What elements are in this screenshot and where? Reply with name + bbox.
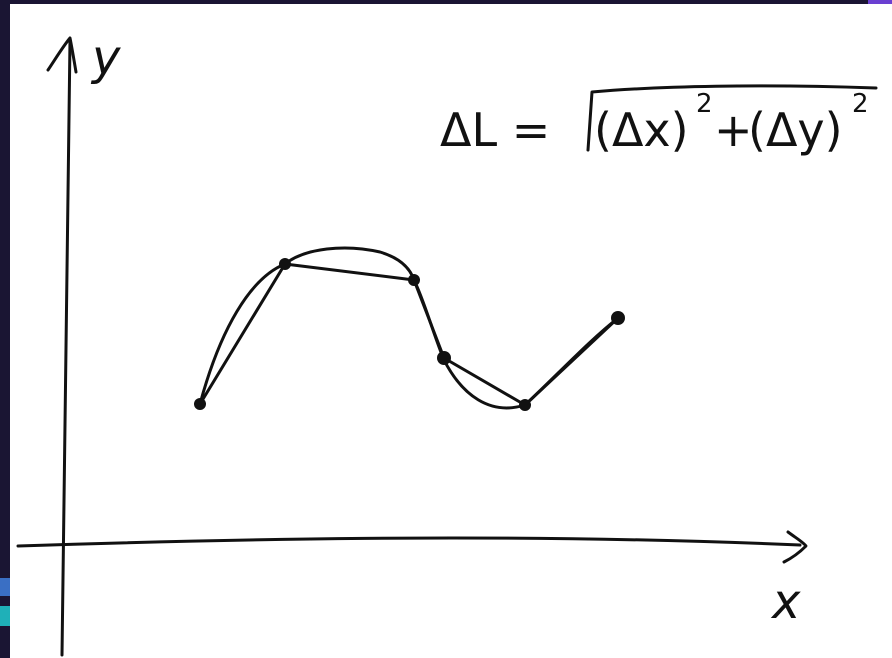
drawing-paper [10,4,892,658]
arrow-up-icon [46,36,78,74]
x-axis-label: x [770,574,801,630]
sample-point-4 [437,351,451,365]
chord-segment-5 [523,316,620,407]
chord-segment-2 [283,262,416,282]
formula-term-dy: (Δy) [748,103,843,157]
chord-segment-3 [412,278,446,360]
window-edge-top [0,0,892,6]
radical-sign [586,84,878,152]
sample-point-6 [611,311,625,325]
formula-lhs: ΔL = [440,103,550,157]
sample-point-1 [194,398,206,410]
sample-point-3 [408,274,420,286]
smooth-curve [198,246,620,410]
chord-segment-4 [442,356,527,407]
formula-term-dx: (Δx) [594,103,689,157]
formula-exponent-1: 2 [696,89,713,119]
y-axis-label: y [90,30,121,86]
formula-exponent-2: 2 [852,89,869,119]
formula-plus: + [714,103,753,157]
sample-point-2 [279,258,291,270]
arrow-right-icon [782,530,808,564]
chord-segment-1 [198,262,287,406]
arc-length-formula: ΔL = (Δx) 2 + (Δy) 2 [440,84,878,157]
sample-point-5 [519,399,531,411]
y-axis-line [60,38,72,657]
x-axis-line [16,536,802,548]
window-edge-left [0,0,12,658]
